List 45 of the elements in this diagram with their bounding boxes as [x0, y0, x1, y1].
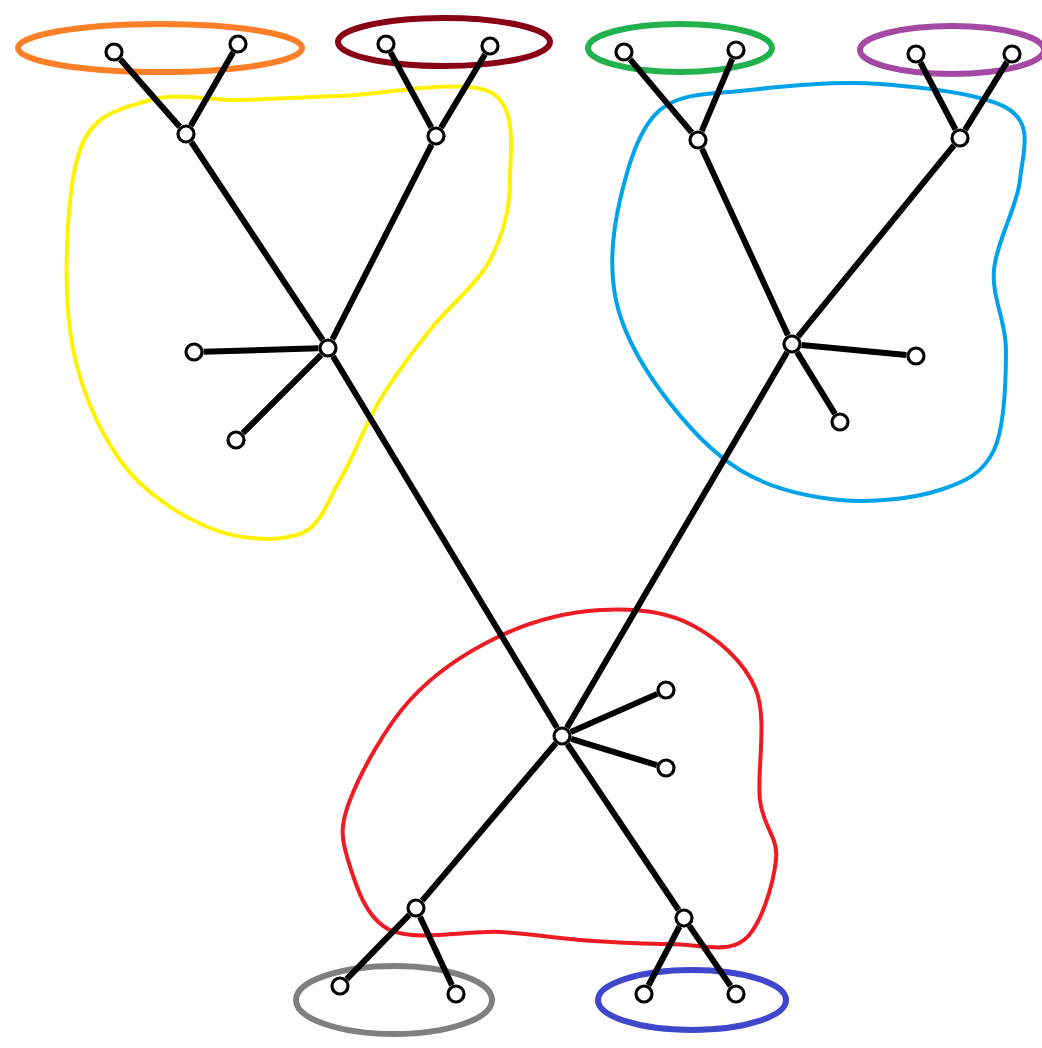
node-circle: [176, 124, 196, 144]
connector-line: [699, 147, 791, 337]
node-circle: [226, 430, 246, 450]
connector-line: [917, 61, 959, 131]
connector-line: [330, 354, 560, 730]
connector-line: [118, 57, 182, 129]
connector-line: [794, 350, 838, 416]
node-circle: [906, 346, 926, 366]
connector-line: [188, 50, 236, 128]
connector-line: [329, 143, 435, 341]
connector-line: [686, 924, 734, 988]
node-circle: [104, 42, 124, 62]
node-circle: [406, 898, 426, 918]
node-circle: [782, 334, 802, 354]
node-circle: [634, 984, 654, 1004]
node-circle: [726, 984, 746, 1004]
node-circle: [906, 44, 926, 64]
node-circle: [426, 126, 446, 146]
connector-line: [564, 742, 682, 912]
node-circle: [318, 338, 338, 358]
connector-line: [795, 143, 957, 339]
node-circle: [830, 412, 850, 432]
node-circle: [376, 34, 396, 54]
node-circle: [726, 40, 746, 60]
connector-line: [419, 741, 559, 903]
connector-line: [564, 350, 790, 730]
connector-line: [188, 140, 326, 342]
connector-line: [203, 345, 319, 355]
node-circle: [950, 128, 970, 148]
node-circle: [614, 42, 634, 62]
node-circle: [1002, 44, 1022, 64]
node-circle: [656, 680, 676, 700]
node-circle: [688, 130, 708, 150]
node-circle: [674, 908, 694, 928]
node-circle: [552, 726, 572, 746]
node-circle: [480, 36, 500, 56]
connector-line: [569, 691, 659, 735]
node-circle: [656, 758, 676, 778]
node-circle: [446, 984, 466, 1004]
connector-line: [240, 352, 324, 436]
node-circle: [184, 342, 204, 362]
node-circle: [330, 976, 350, 996]
connector-line: [570, 735, 658, 769]
node-circle: [228, 34, 248, 54]
connector-line: [801, 341, 907, 359]
